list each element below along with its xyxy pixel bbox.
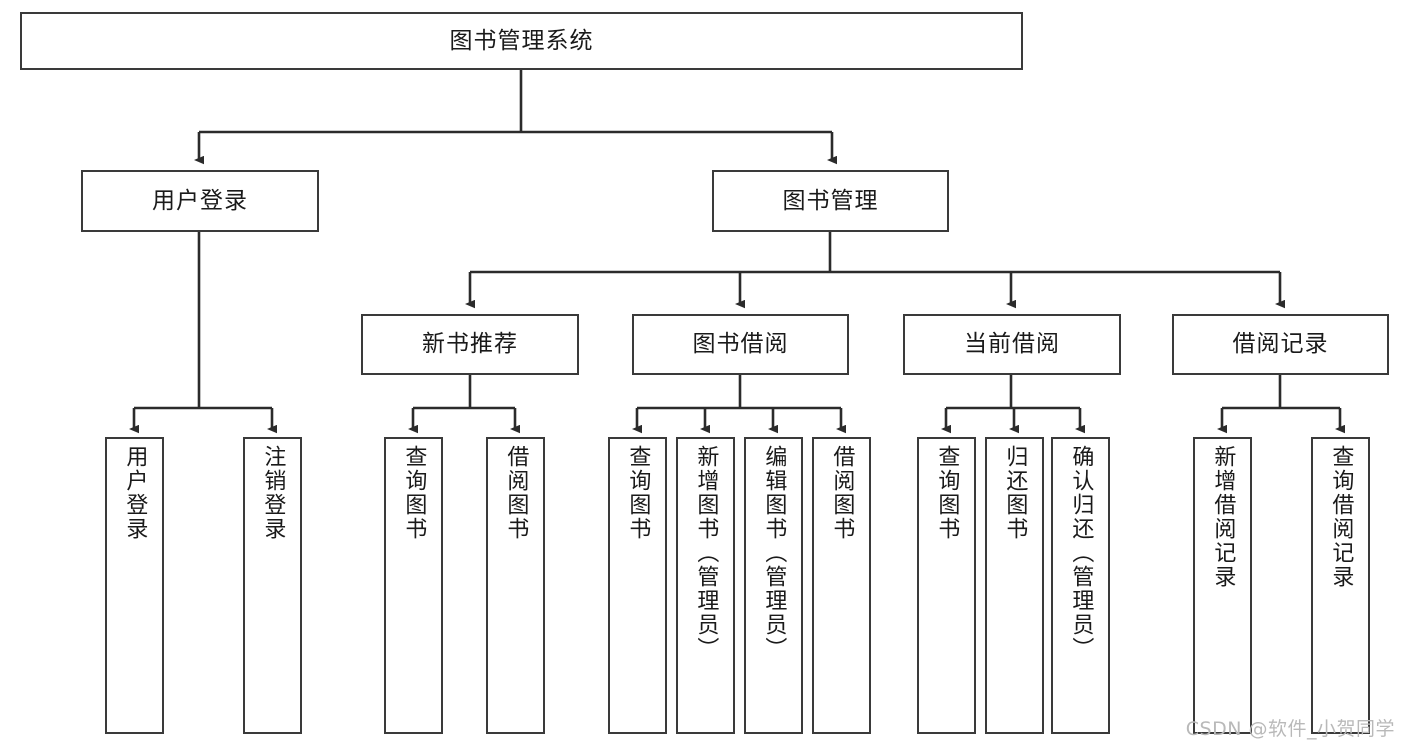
node-label: 新书推荐 [422, 331, 518, 358]
leaf-query-borrow-record[interactable]: 查询借阅记录 [1311, 437, 1370, 734]
node-new-book-recommend[interactable]: 新书推荐 [361, 314, 579, 375]
node-root-system[interactable]: 图书管理系统 [20, 12, 1023, 70]
node-label: 查询图书 [625, 445, 651, 541]
leaf-user-login[interactable]: 用户登录 [105, 437, 164, 734]
node-label: 图书管理 [782, 187, 879, 214]
leaf-edit-book[interactable]: 编辑图书（管理员） [744, 437, 803, 734]
node-label: 查询图书 [401, 445, 427, 541]
leaf-query-book-borrow[interactable]: 查询图书 [608, 437, 667, 734]
node-label: 归还图书 [1002, 445, 1028, 541]
node-book-manage[interactable]: 图书管理 [712, 170, 949, 232]
node-label: 查询图书 [934, 445, 960, 541]
node-label: 用户登录 [152, 187, 248, 214]
leaf-return-book[interactable]: 归还图书 [985, 437, 1044, 734]
watermark: CSDN @软件_小贺同学 [1185, 718, 1395, 740]
leaf-confirm-return[interactable]: 确认归还（管理员） [1051, 437, 1110, 734]
node-label: 查询借阅记录 [1328, 445, 1354, 589]
node-label: 注销登录 [260, 445, 286, 541]
node-label: 新增图书（管理员） [693, 445, 719, 661]
node-label: 图书借阅 [692, 331, 789, 358]
node-label: 编辑图书（管理员） [761, 445, 787, 661]
node-label: 当前借阅 [964, 331, 1060, 358]
node-label: 借阅图书 [829, 445, 855, 541]
leaf-borrow-book-recommend[interactable]: 借阅图书 [486, 437, 545, 734]
leaf-add-borrow-record[interactable]: 新增借阅记录 [1193, 437, 1252, 734]
node-label: 借阅记录 [1232, 331, 1329, 358]
node-book-borrow[interactable]: 图书借阅 [632, 314, 849, 375]
leaf-logout-login[interactable]: 注销登录 [243, 437, 302, 734]
leaf-add-book[interactable]: 新增图书（管理员） [676, 437, 735, 734]
node-label: 用户登录 [122, 445, 148, 541]
leaf-borrow-book[interactable]: 借阅图书 [812, 437, 871, 734]
node-user-login[interactable]: 用户登录 [81, 170, 319, 232]
node-label: 图书管理系统 [449, 27, 594, 54]
node-current-borrow[interactable]: 当前借阅 [903, 314, 1121, 375]
node-borrow-record[interactable]: 借阅记录 [1172, 314, 1389, 375]
leaf-query-book-recommend[interactable]: 查询图书 [384, 437, 443, 734]
node-label: 确认归还（管理员） [1068, 445, 1094, 661]
node-label: 新增借阅记录 [1210, 445, 1236, 589]
node-label: 借阅图书 [503, 445, 529, 541]
leaf-query-book-current[interactable]: 查询图书 [917, 437, 976, 734]
